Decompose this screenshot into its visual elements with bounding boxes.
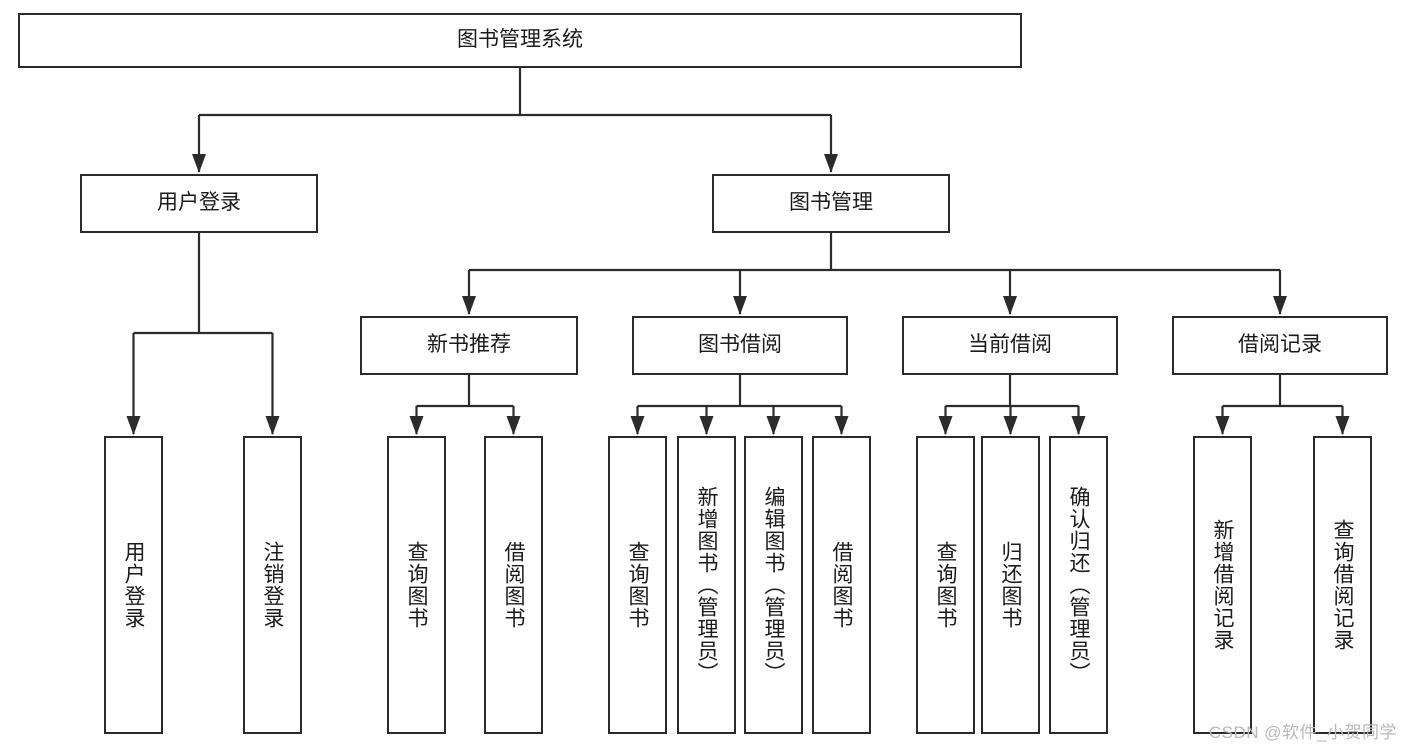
node-label-user-login: 用户登录 xyxy=(157,191,241,215)
node-leaf-user-login[interactable]: 用户登录 xyxy=(104,436,163,734)
node-new-book-rec[interactable]: 新书推荐 xyxy=(360,316,578,375)
node-label-leaf-user-login: 用户登录 xyxy=(122,541,145,629)
node-book-borrow[interactable]: 图书借阅 xyxy=(632,316,848,375)
node-label-leaf-query-book-1: 查询图书 xyxy=(405,541,428,629)
node-book-manage[interactable]: 图书管理 xyxy=(712,174,950,233)
node-label-book-borrow: 图书借阅 xyxy=(698,333,782,357)
node-label-leaf-return-book: 归还图书 xyxy=(999,541,1022,629)
node-label-book-manage: 图书管理 xyxy=(789,191,873,215)
node-label-leaf-logout: 注销登录 xyxy=(261,541,284,629)
node-leaf-query-book-1[interactable]: 查询图书 xyxy=(387,436,446,734)
node-leaf-edit-book[interactable]: 编辑图书（管理员） xyxy=(744,436,803,734)
node-label-leaf-add-book: 新增图书（管理员） xyxy=(695,486,718,684)
node-label-leaf-confirm-return: 确认归还（管理员） xyxy=(1067,486,1090,684)
node-label-leaf-query-record: 查询借阅记录 xyxy=(1331,519,1354,651)
node-leaf-confirm-return[interactable]: 确认归还（管理员） xyxy=(1049,436,1108,734)
arrowhead-leaf-add-book xyxy=(699,416,714,435)
node-leaf-add-record[interactable]: 新增借阅记录 xyxy=(1193,436,1252,734)
arrowhead-leaf-edit-book xyxy=(766,416,781,435)
arrowhead-book-manage xyxy=(824,154,838,173)
node-leaf-borrow-book-2[interactable]: 借阅图书 xyxy=(812,436,871,734)
arrowhead-leaf-logout xyxy=(265,416,280,435)
node-borrow-record[interactable]: 借阅记录 xyxy=(1172,316,1388,375)
node-leaf-query-book-3[interactable]: 查询图书 xyxy=(916,436,975,734)
node-label-current-borrow: 当前借阅 xyxy=(968,333,1052,357)
arrowhead-book-borrow xyxy=(733,296,747,315)
watermark: CSDN @软件_小贺同学 xyxy=(1208,723,1397,742)
arrowhead-leaf-query-book-1 xyxy=(409,416,424,435)
node-label-leaf-query-book-2: 查询图书 xyxy=(626,541,649,629)
node-leaf-borrow-book-1[interactable]: 借阅图书 xyxy=(484,436,543,734)
node-root[interactable]: 图书管理系统 xyxy=(18,13,1022,68)
node-label-root: 图书管理系统 xyxy=(457,28,583,52)
arrowhead-leaf-confirm-return xyxy=(1071,416,1086,435)
arrowhead-leaf-borrow-book-1 xyxy=(506,416,521,435)
node-user-login[interactable]: 用户登录 xyxy=(80,174,318,233)
arrowhead-leaf-query-record xyxy=(1335,416,1350,435)
node-label-leaf-borrow-book-1: 借阅图书 xyxy=(502,541,525,629)
node-label-leaf-borrow-book-2: 借阅图书 xyxy=(830,541,853,629)
node-label-leaf-query-book-3: 查询图书 xyxy=(934,541,957,629)
node-leaf-logout[interactable]: 注销登录 xyxy=(243,436,302,734)
node-leaf-query-book-2[interactable]: 查询图书 xyxy=(608,436,667,734)
node-label-new-book-rec: 新书推荐 xyxy=(427,333,511,357)
node-label-borrow-record: 借阅记录 xyxy=(1238,333,1322,357)
arrowhead-leaf-borrow-book-2 xyxy=(834,416,849,435)
arrowhead-borrow-record xyxy=(1273,296,1287,315)
node-leaf-add-book[interactable]: 新增图书（管理员） xyxy=(677,436,736,734)
arrowhead-leaf-add-record xyxy=(1215,416,1230,435)
arrowhead-leaf-query-book-2 xyxy=(630,416,645,435)
arrowhead-leaf-return-book xyxy=(1003,416,1018,435)
node-leaf-query-record[interactable]: 查询借阅记录 xyxy=(1313,436,1372,734)
node-label-leaf-edit-book: 编辑图书（管理员） xyxy=(762,486,785,684)
node-current-borrow[interactable]: 当前借阅 xyxy=(902,316,1118,375)
arrowhead-user-login xyxy=(192,154,206,173)
arrowhead-new-book-rec xyxy=(462,296,476,315)
arrowhead-leaf-query-book-3 xyxy=(938,416,953,435)
arrowhead-leaf-user-login xyxy=(126,416,141,435)
arrowhead-current-borrow xyxy=(1003,296,1017,315)
node-label-leaf-add-record: 新增借阅记录 xyxy=(1211,519,1234,651)
node-leaf-return-book[interactable]: 归还图书 xyxy=(981,436,1040,734)
